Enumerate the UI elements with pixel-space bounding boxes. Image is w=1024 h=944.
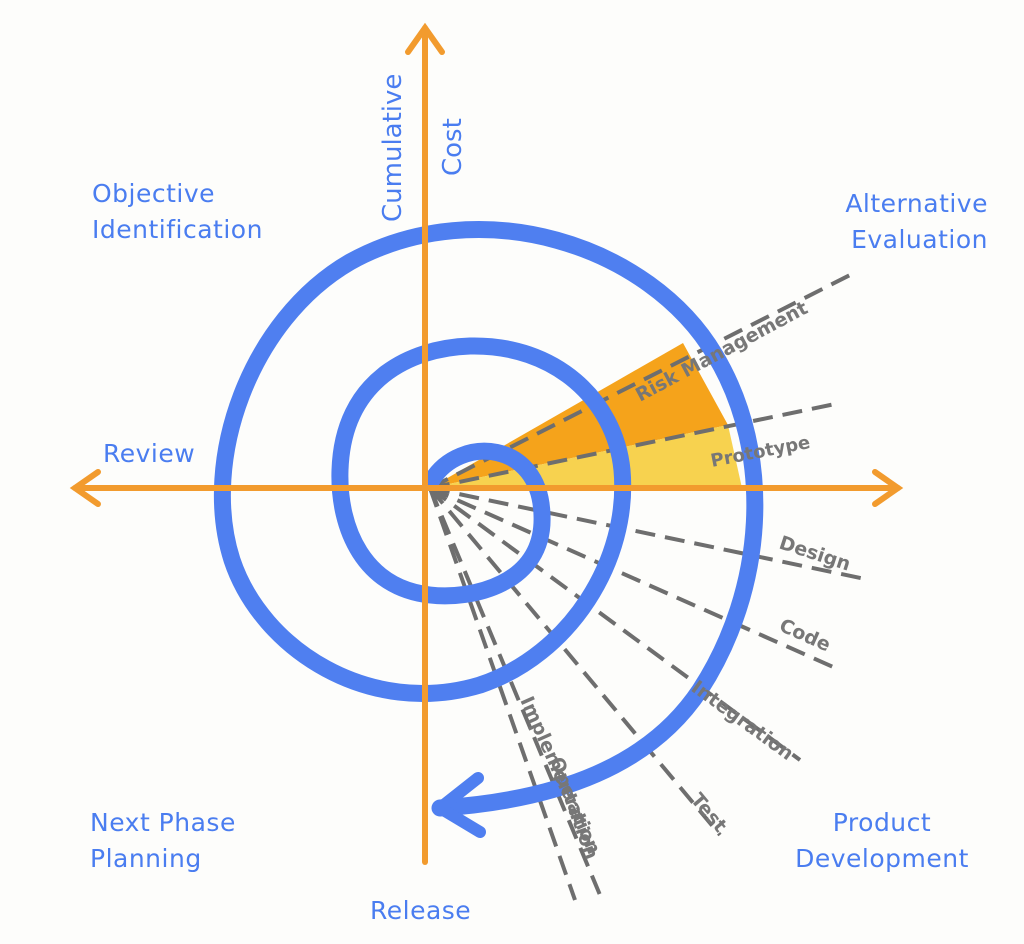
axes (69, 22, 904, 865)
spoke-prototype (429, 401, 841, 490)
quadrant-next-phase-planning: Next Phase Planning (90, 805, 236, 877)
spoke-integration (428, 486, 802, 762)
quadrant-label-line: Evaluation (851, 225, 988, 254)
quadrant-label-line: Alternative (845, 189, 988, 218)
axis-label-release: Release (370, 896, 472, 925)
quadrant-label-line: Planning (90, 844, 202, 873)
spoke-test (428, 486, 722, 837)
vertical-axis-arrowhead (405, 22, 445, 55)
spoke-label-code: Code (776, 614, 834, 656)
quadrant-alternative-evaluation: Alternative Evaluation (845, 186, 988, 258)
spoke-implementation (428, 487, 602, 896)
axis-label-cost: Cost (438, 118, 468, 176)
quadrant-objective-identification: Objective Identification (92, 176, 263, 248)
spoke-label-integration: Integration (687, 676, 797, 765)
spoke-operation (428, 487, 577, 901)
spoke-label-test: Test (686, 789, 731, 837)
spiral-arrowhead (434, 772, 486, 838)
spoke-design (429, 486, 871, 582)
spoke-label-risk: Risk Management (632, 297, 811, 406)
quadrant-label-line: Identification (92, 215, 263, 244)
quadrant-product-development: Product Development (792, 805, 972, 877)
axis-label-review: Review (103, 439, 196, 468)
spoke-code (429, 486, 841, 672)
right-axis-arrowhead (872, 469, 904, 507)
quadrant-label-line: Development (795, 844, 969, 873)
left-axis-arrowhead (69, 469, 101, 507)
quadrant-label-line: Next Phase (90, 808, 236, 837)
quadrant-label-line: Objective (92, 179, 216, 208)
quadrant-label-line: Product (832, 808, 932, 837)
axis-label-cumulative: Cumulative (378, 74, 408, 222)
spiral (213, 221, 764, 817)
